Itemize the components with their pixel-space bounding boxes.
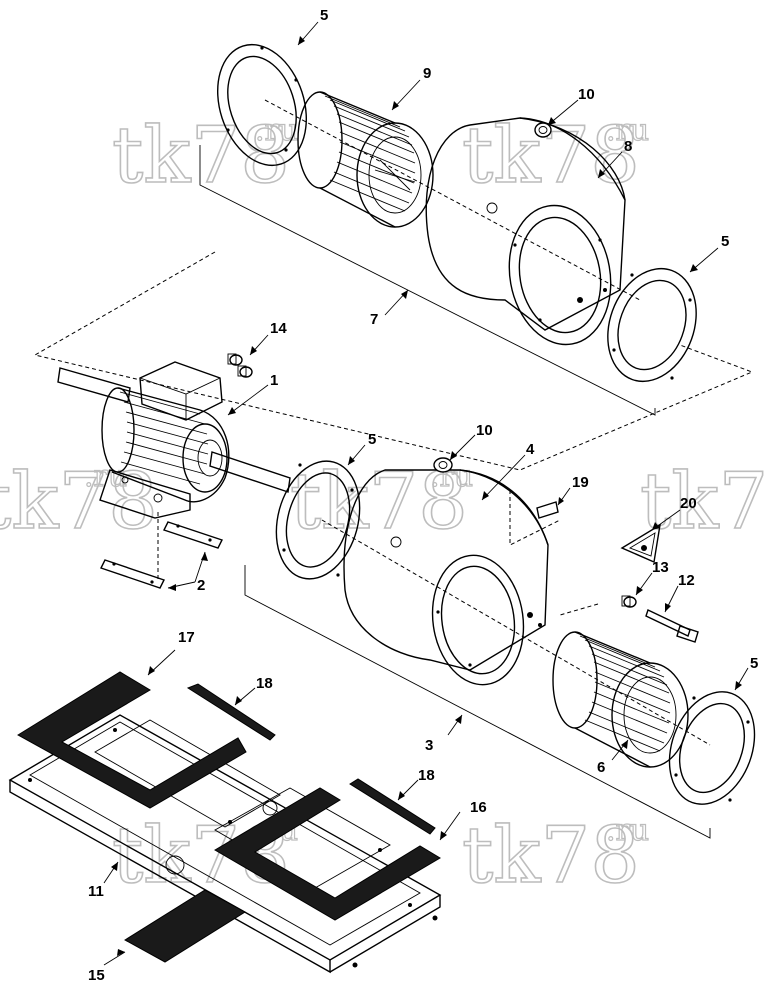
blower-wheel-top <box>297 91 434 228</box>
watermarks: tk78 .ru tk78 .ru tk78 .ru tk78 .ru tk78… <box>0 110 767 902</box>
gasket-15 <box>124 889 246 963</box>
warning-decal <box>620 523 661 564</box>
inlet-ring-lower-right <box>668 691 756 805</box>
axis-line-top <box>264 99 641 301</box>
watermark-main: tk78 <box>640 457 767 547</box>
callout-label: 5 <box>368 431 376 448</box>
callout-label: 6 <box>597 759 605 776</box>
gasket-strip-18-lower <box>349 778 436 835</box>
callout-label: 10 <box>476 422 493 439</box>
gasket-strip-18-top <box>186 683 276 741</box>
callout-label: 2 <box>197 577 205 594</box>
watermark-main: tk78 <box>462 811 640 901</box>
inlet-ring-top-left <box>216 43 308 167</box>
grommet-top <box>534 122 552 138</box>
callout-label: 8 <box>624 138 632 155</box>
watermark-suffix: .ru <box>606 113 649 148</box>
callout-label: 3 <box>425 737 433 754</box>
callout-label: 1 <box>270 372 278 389</box>
scroll-housing-lower <box>343 469 549 686</box>
callout-label: 16 <box>470 799 487 816</box>
motor-assembly <box>57 361 291 519</box>
label-plate-guide <box>509 490 561 546</box>
watermark-suffix: .ru <box>84 459 127 494</box>
callout-label: 9 <box>423 65 431 82</box>
callout-label: 10 <box>578 86 595 103</box>
grommet-lower <box>433 457 453 473</box>
callout-label: 13 <box>652 559 669 576</box>
assembly-bracket-7 <box>199 145 656 416</box>
callouts: 5 9 10 8 5 7 14 1 10 5 4 19 20 13 12 2 1… <box>88 7 758 984</box>
assembly-plane-outline <box>33 251 754 471</box>
callout-label: 12 <box>678 572 695 589</box>
gasket-17 <box>17 671 247 809</box>
assembly-bracket-3 <box>244 565 711 839</box>
label-plate <box>536 501 559 519</box>
callout-label: 4 <box>526 441 535 458</box>
watermark-main: tk78 <box>0 457 158 547</box>
callout-label: 15 <box>88 967 105 984</box>
scroll-housing-top <box>425 117 626 346</box>
callout-label: 18 <box>256 675 273 692</box>
blower-wheel-lower <box>552 631 689 768</box>
cable-glands <box>227 353 253 378</box>
shaft-key <box>645 609 699 643</box>
callout-label: 7 <box>370 311 378 328</box>
watermark-suffix: .ru <box>255 113 298 148</box>
callout-label: 19 <box>572 474 589 491</box>
gasket-16 <box>214 787 441 921</box>
callout-label: 20 <box>680 495 697 512</box>
axis-line-lower <box>321 519 711 746</box>
screw-guide <box>559 603 599 616</box>
set-screw <box>621 595 637 608</box>
watermark-main: tk78 <box>112 111 290 201</box>
inlet-ring-right <box>607 267 697 383</box>
mounting-brackets <box>100 512 223 589</box>
callout-label: 18 <box>418 767 435 784</box>
watermark-suffix: .ru <box>606 813 649 848</box>
callout-label: 5 <box>750 655 758 672</box>
callout-label: 11 <box>88 883 104 900</box>
callout-label: 5 <box>721 233 729 250</box>
upper-blower-assembly <box>199 43 697 416</box>
lower-blower-assembly <box>244 457 756 839</box>
callout-label: 14 <box>270 320 287 337</box>
callout-label: 17 <box>178 629 195 646</box>
callout-label: 5 <box>320 7 328 24</box>
